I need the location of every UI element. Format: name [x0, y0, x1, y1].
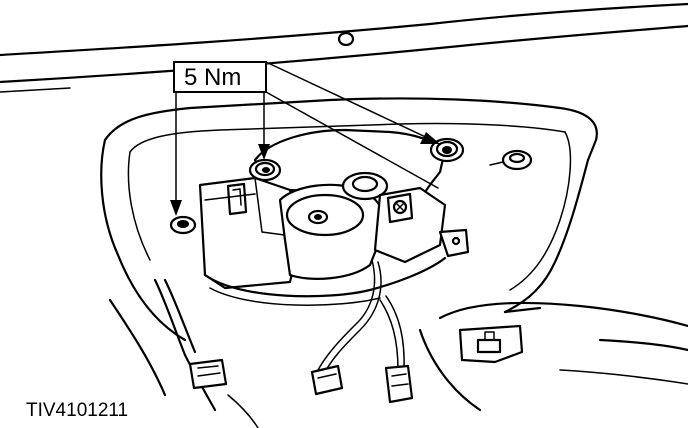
- connector-right-icon: [384, 364, 414, 404]
- bolt-left-icon: [169, 215, 197, 235]
- figure-id-label: TIV4101211: [26, 400, 128, 421]
- rear-bolt: [489, 149, 533, 171]
- connector-middle-icon: [310, 364, 344, 396]
- latch-tab: [226, 182, 248, 216]
- inner-panel-outline: [100, 97, 598, 342]
- torque-callout: 5 Nm: [170, 61, 440, 216]
- lower-panel: [418, 301, 688, 412]
- wiring-harness: [108, 259, 414, 428]
- panel-hole: [337, 31, 355, 47]
- bolt-right-icon: [429, 137, 465, 163]
- actuator-screw-plate: [386, 192, 414, 224]
- bolt-center-icon: [248, 158, 282, 182]
- latch-boss: [285, 193, 365, 237]
- torque-label: 5 Nm: [184, 64, 241, 91]
- mounting-bolts: [169, 137, 465, 235]
- torque-label-box: [173, 61, 267, 93]
- upper-panel-lines: [0, 2, 688, 93]
- latch-mechanism: [198, 128, 470, 306]
- connector-left-icon: [188, 358, 228, 390]
